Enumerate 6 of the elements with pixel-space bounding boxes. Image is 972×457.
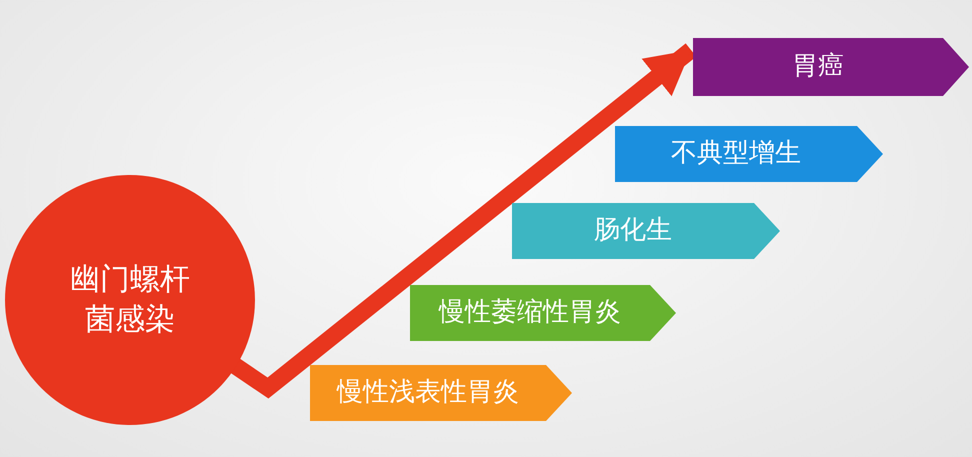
infection-circle: 幽门螺杆菌感染 xyxy=(5,175,255,425)
stage-box: 胃癌 xyxy=(693,38,969,96)
stage-box: 肠化生 xyxy=(512,203,780,259)
stage-box: 慢性萎缩性胃炎 xyxy=(410,285,676,341)
stage-box: 不典型增生 xyxy=(615,126,883,182)
stage-box: 慢性浅表性胃炎 xyxy=(310,365,572,421)
